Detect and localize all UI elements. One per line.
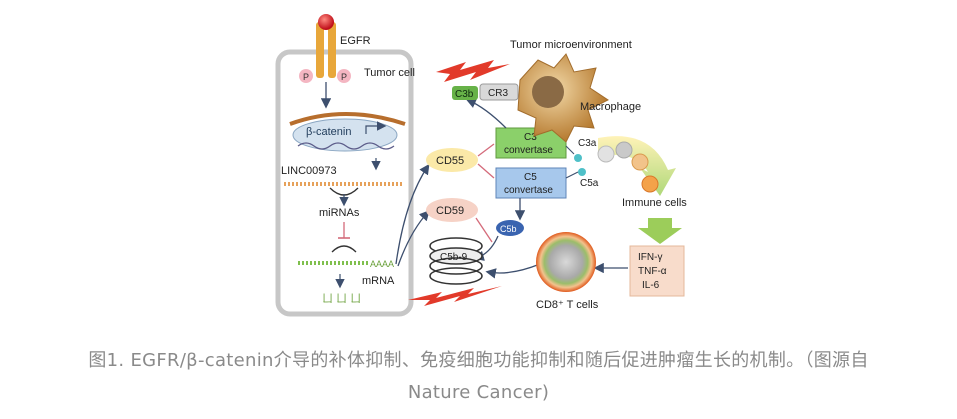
phospho-right — [337, 69, 351, 83]
beta-catenin-label: β-catenin — [306, 126, 351, 138]
phospho-right-label: P — [341, 72, 347, 82]
pathway-diagram: Tumor cell EGFR P P β-catenin LINC00973 … — [275, 14, 687, 317]
cd55-node — [426, 148, 478, 172]
cytokine-il6: IL-6 — [642, 280, 660, 291]
arrow-mrna-cd59 — [397, 210, 430, 267]
cd59-label: CD59 — [436, 205, 464, 217]
immune-cell-1 — [597, 145, 615, 163]
tumor-micro-label: Tumor microenvironment — [510, 39, 632, 51]
cytokine-tnfa: TNF-α — [638, 266, 667, 277]
degradation-products: ㄩ ㄩ ㄩ — [322, 292, 361, 305]
figure-caption-line1: 图1. EGFR/β-catenin介导的补体抑制、免疫细胞功能抑制和随后促进肿… — [88, 350, 869, 371]
mrna-label: mRNA — [362, 275, 395, 287]
c5a-label: C5a — [580, 178, 599, 189]
arrow-c3conv-c3b — [465, 98, 507, 129]
c3b-node — [452, 86, 478, 100]
macrophage-nucleus — [532, 76, 564, 108]
arrow-c3conv-c3a — [565, 145, 575, 155]
cd59-inhibit — [475, 217, 493, 243]
c3b-label: C3b — [455, 89, 474, 100]
mac-complex — [429, 237, 483, 285]
c5a-molecule — [578, 168, 586, 176]
immune-cell-4 — [641, 175, 659, 193]
c5-convertase — [495, 167, 567, 199]
phospho-left-label: P — [303, 72, 309, 82]
cytokines-box — [629, 245, 685, 297]
cd8-t-cell — [536, 232, 596, 292]
c5b-label: C5b — [500, 224, 517, 234]
tumor-cell-outline — [275, 49, 414, 317]
egfr-label: EGFR — [340, 35, 371, 47]
immune-down-arrow — [638, 218, 682, 244]
c3-convertase-line1: C3 — [524, 132, 537, 143]
polya-label: AAAA — [370, 259, 394, 269]
c3a-molecule — [574, 154, 582, 162]
egfr-receptor — [316, 14, 336, 109]
phospho-left — [299, 69, 313, 83]
immune-cell-3 — [631, 153, 649, 171]
linc-loop — [329, 187, 359, 196]
macrophage-label: Macrophage — [580, 101, 641, 113]
c5b-node — [496, 220, 524, 236]
cd8-label: CD8⁺ T cells — [536, 299, 599, 311]
c5-convertase-line2: convertase — [504, 185, 553, 196]
c3-convertase — [495, 127, 567, 159]
cd55-inhibit-c3 — [477, 143, 495, 157]
c3a-label: C3a — [578, 138, 597, 149]
arrow-mrna-cd55 — [395, 163, 430, 265]
lightning-top — [436, 60, 510, 82]
cd55-inhibit-c5 — [477, 163, 495, 179]
immune-cells-label: Immune cells — [622, 197, 687, 209]
macrophage-cell — [517, 53, 609, 143]
c5b9-label: C5b-9 — [440, 252, 468, 263]
cytokine-ifng: IFN-γ — [638, 252, 662, 263]
cd55-label: CD55 — [436, 155, 464, 167]
figure-caption-line2: Nature Cancer) — [407, 382, 550, 403]
transcription-arrow — [365, 121, 387, 134]
cr3-label: CR3 — [488, 88, 508, 99]
cd59-node — [426, 198, 478, 222]
linc-label: LINC00973 — [281, 165, 337, 177]
arrow-c5conv-c5a — [565, 171, 579, 179]
tumor-cell-label: Tumor cell — [364, 67, 415, 79]
c5-convertase-line1: C5 — [524, 172, 537, 183]
dna-strand — [297, 142, 395, 150]
c3-convertase-line2: convertase — [504, 145, 553, 156]
mirna-loop — [331, 245, 357, 253]
nucleus-envelope — [289, 112, 406, 126]
mirnas-label: miRNAs — [319, 207, 360, 219]
arrow-cd8-mac — [485, 263, 541, 279]
immune-cell-2 — [615, 141, 633, 159]
cr3-node — [479, 83, 519, 101]
lightning-bottom — [408, 286, 502, 306]
